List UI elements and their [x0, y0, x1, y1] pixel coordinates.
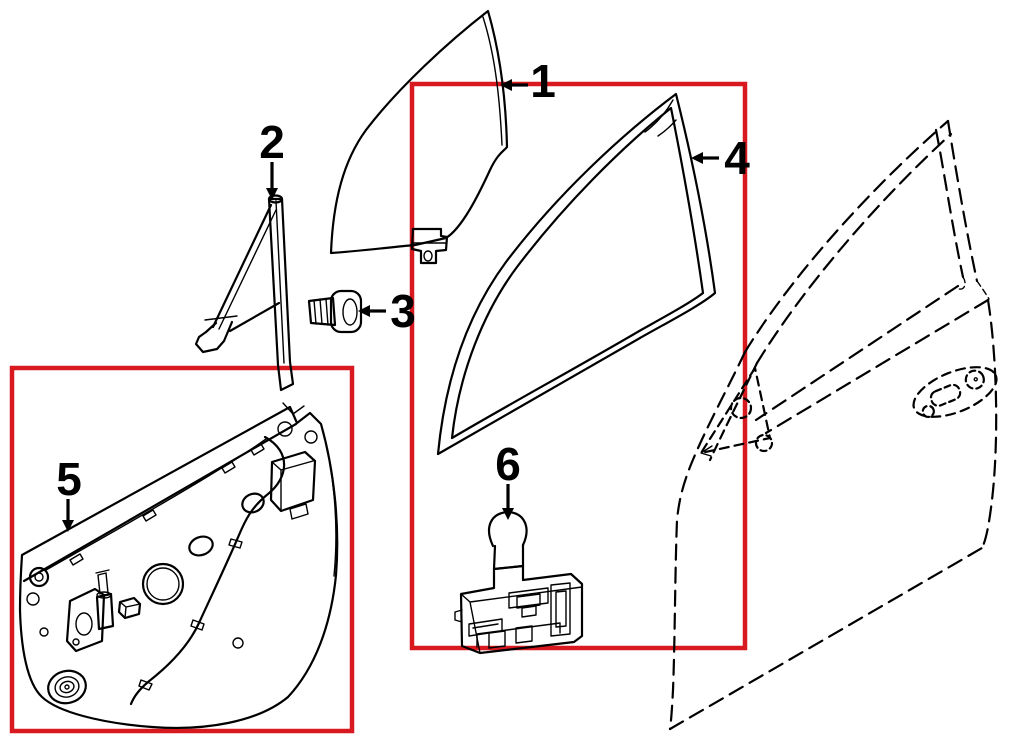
callout-3-arrow-icon [358, 305, 370, 317]
callout-5[interactable]: 5 [56, 453, 82, 532]
callout-3[interactable]: 3 [358, 285, 416, 337]
callout-2[interactable]: 2 [259, 116, 285, 200]
lock-bracket [65, 569, 115, 653]
inner-panel-drawing [18, 402, 339, 730]
callout-3-label[interactable]: 3 [390, 285, 416, 337]
callout-2-label[interactable]: 2 [259, 116, 285, 168]
callout-5-arrow-icon [62, 520, 74, 532]
bolt-drawing [307, 289, 363, 334]
mirror-mount-patch [699, 366, 774, 457]
front-door-glass-drawing [329, 9, 509, 265]
callout-4-arrow-icon [691, 152, 703, 164]
panel-module-box [269, 450, 317, 520]
callout-5-label[interactable]: 5 [56, 453, 82, 505]
callout-1[interactable]: 1 [500, 55, 556, 107]
door-handle-pocket [912, 366, 998, 419]
callout-2-arrow-icon [266, 188, 278, 200]
highlight-box-inner-panel [9, 365, 355, 734]
callout-1-label[interactable]: 1 [530, 55, 556, 107]
callout-4-label[interactable]: 4 [724, 132, 750, 184]
window-module-drawing [454, 510, 584, 655]
wiring-grommet [47, 669, 87, 705]
division-channel-drawing [194, 194, 295, 392]
door-outline-drawing [668, 119, 998, 731]
callout-6[interactable]: 6 [495, 438, 521, 520]
callout-6-arrow-icon [502, 508, 514, 520]
callout-1-arrow-icon [500, 79, 512, 91]
callouts: 1 2 3 4 5 6 [56, 55, 750, 532]
callout-4[interactable]: 4 [691, 132, 750, 184]
highlight-boxes [9, 81, 748, 734]
glass-mounting-clip [410, 227, 449, 265]
speaker-hole [141, 562, 185, 606]
callout-6-label[interactable]: 6 [495, 438, 521, 490]
highlight-box-weatherstrip-module [409, 81, 748, 651]
weatherstrip-frame-drawing [436, 92, 717, 456]
